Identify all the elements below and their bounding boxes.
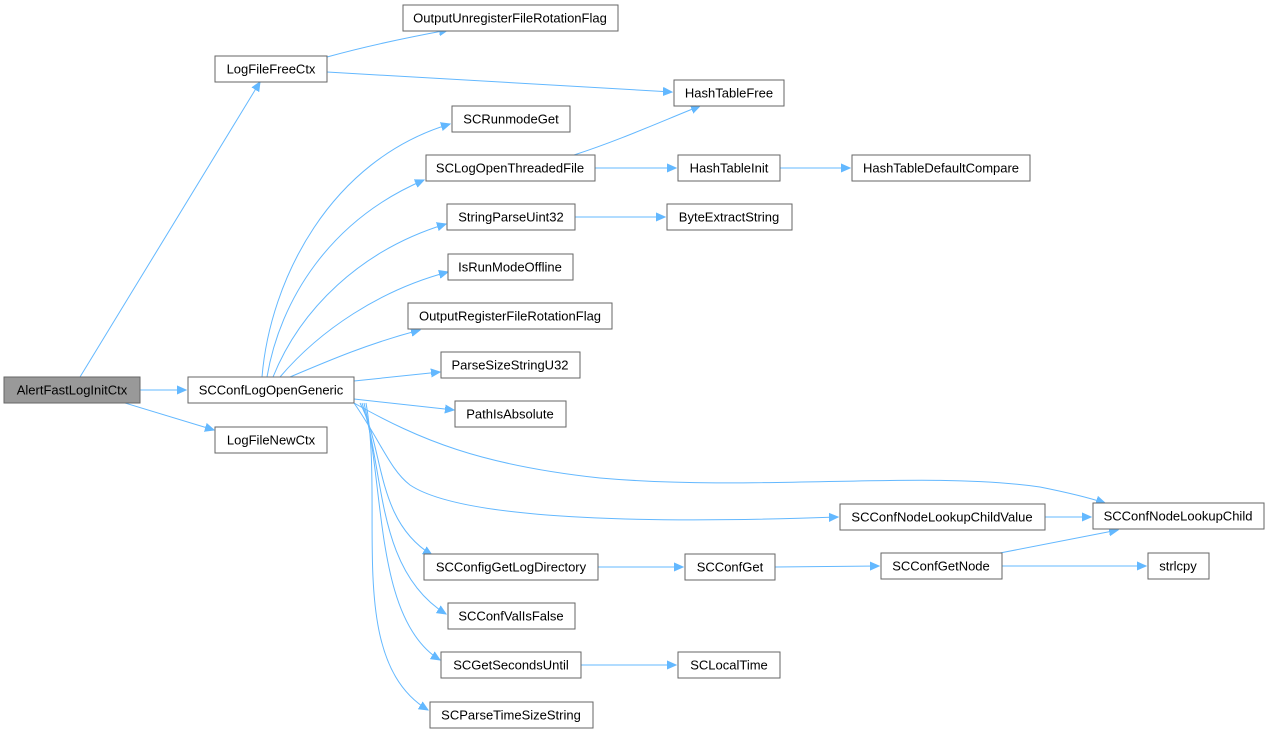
node-label: SCConfNodeLookupChild: [1104, 508, 1253, 523]
node-label: SCLocalTime: [690, 657, 768, 672]
node-label: LogFileNewCtx: [227, 432, 316, 447]
node-outputregisterfilerotationflag[interactable]: OutputRegisterFileRotationFlag: [407, 302, 613, 330]
node-label: HashTableInit: [690, 160, 769, 175]
node-label: SCConfGet: [697, 559, 764, 574]
node-scgetsecondsuntil[interactable]: SCGetSecondsUntil: [440, 651, 582, 679]
node-sclocaltime[interactable]: SCLocalTime: [677, 651, 781, 679]
node-stringparseuint32[interactable]: StringParseUint32: [446, 203, 576, 231]
node-label: HashTableFree: [685, 85, 773, 100]
node-label: strlcpy: [1159, 558, 1197, 573]
node-label: SCConfNodeLookupChildValue: [851, 509, 1032, 524]
node-scconfiggetlogdirectory[interactable]: SCConfigGetLogDirectory: [423, 553, 599, 581]
node-sclogopenthreadedfile[interactable]: SCLogOpenThreadedFile: [425, 154, 596, 182]
node-label: OutputRegisterFileRotationFlag: [419, 308, 601, 323]
node-alertfastloginitctx[interactable]: AlertFastLogInitCtx: [3, 376, 141, 404]
node-scconflogopengeneric[interactable]: SCConfLogOpenGeneric: [187, 376, 355, 404]
node-label: SCConfValIsFalse: [458, 608, 563, 623]
node-label: OutputUnregisterFileRotationFlag: [413, 10, 607, 25]
edge-sclogopenthreadedfile-hashtablefree: [573, 106, 700, 156]
edge-scconflogopengeneric-scconfnodelookupchildvalue: [353, 402, 838, 520]
edge-scconflogopengeneric-scgetsecondsuntil: [363, 402, 440, 660]
node-label: SCConfigGetLogDirectory: [436, 559, 587, 574]
edge-scconflogopengeneric-parsesizestringu32: [353, 372, 440, 382]
edge-scconflogopengeneric-scparsetimesizestring: [365, 402, 428, 710]
node-hashtabledefaultcompare[interactable]: HashTableDefaultCompare: [851, 154, 1031, 182]
edge-alertfastloginitctx-logfilefreectx: [79, 82, 260, 378]
node-label: PathIsAbsolute: [466, 406, 553, 421]
node-label: SCParseTimeSizeString: [441, 707, 581, 722]
node-label: IsRunModeOffline: [458, 259, 562, 274]
node-hashtableinit[interactable]: HashTableInit: [677, 154, 781, 182]
node-scconfvalisfalse[interactable]: SCConfValIsFalse: [447, 602, 576, 630]
edge-scconflogopengeneric-scrunmodeget: [261, 124, 450, 378]
node-parsesizestringu32[interactable]: ParseSizeStringU32: [440, 351, 581, 379]
node-label: AlertFastLogInitCtx: [17, 382, 128, 397]
node-scconfget[interactable]: SCConfGet: [684, 553, 776, 581]
node-label: SCConfLogOpenGeneric: [199, 382, 344, 397]
node-label: ByteExtractString: [679, 209, 779, 224]
node-strlcpy[interactable]: strlcpy: [1147, 552, 1210, 580]
node-scconfnodelookupchild[interactable]: SCConfNodeLookupChild: [1092, 502, 1265, 530]
node-label: SCLogOpenThreadedFile: [436, 160, 584, 175]
node-label: LogFileFreeCtx: [227, 61, 316, 76]
node-label: ParseSizeStringU32: [451, 357, 568, 372]
edge-logfilefreectx-hashtablefree: [326, 71, 672, 92]
node-logfilefreectx[interactable]: LogFileFreeCtx: [214, 55, 328, 83]
node-outputunregisterfilerotationflag[interactable]: OutputUnregisterFileRotationFlag: [402, 4, 619, 32]
nodes: AlertFastLogInitCtx LogFileFreeCtx LogFi…: [3, 4, 1265, 729]
edge-scconflogopengeneric-scconfiggetlogdirectory: [359, 402, 432, 555]
edge-alertfastloginitctx-logfilenewctx: [124, 402, 214, 430]
node-logfilenewctx[interactable]: LogFileNewCtx: [214, 426, 328, 454]
edge-scconfgetnode-scconfnodelookupchild: [999, 530, 1118, 554]
node-label: HashTableDefaultCompare: [863, 160, 1019, 175]
node-label: SCConfGetNode: [892, 558, 990, 573]
edges: [79, 30, 1146, 710]
edge-scconflogopengeneric-scconfnodelookupchild: [353, 402, 1105, 503]
edge-scconflogopengeneric-sclogopenthreadedfile: [266, 180, 424, 378]
node-scrunmodeget[interactable]: SCRunmodeGet: [451, 105, 571, 133]
node-label: StringParseUint32: [458, 209, 564, 224]
node-label: SCRunmodeGet: [463, 111, 559, 126]
node-scparsetimesizestring[interactable]: SCParseTimeSizeString: [429, 701, 594, 729]
node-scconfgetnode[interactable]: SCConfGetNode: [880, 552, 1003, 580]
edge-scconflogopengeneric-pathisabsolute: [353, 398, 454, 410]
node-label: SCGetSecondsUntil: [453, 657, 569, 672]
edge-scconfget-scconfgetnode: [774, 566, 879, 567]
node-hashtablefree[interactable]: HashTableFree: [673, 79, 785, 107]
edge-scconflogopengeneric-outputregisterfilerotationflag: [289, 330, 420, 378]
node-byteextractstring[interactable]: ByteExtractString: [666, 203, 793, 231]
edge-scconflogopengeneric-isrunmodeoffline: [279, 272, 448, 378]
node-pathisabsolute[interactable]: PathIsAbsolute: [454, 400, 567, 428]
edge-scconflogopengeneric-scconfvalisfalse: [361, 402, 446, 614]
edge-scconflogopengeneric-stringparseuint32: [272, 224, 446, 378]
node-isrunmodeoffline[interactable]: IsRunModeOffline: [447, 253, 574, 281]
edge-logfilefreectx-outputunregisterfilerotationflag: [326, 30, 448, 58]
node-scconfnodelookupchildvalue[interactable]: SCConfNodeLookupChildValue: [839, 503, 1046, 531]
